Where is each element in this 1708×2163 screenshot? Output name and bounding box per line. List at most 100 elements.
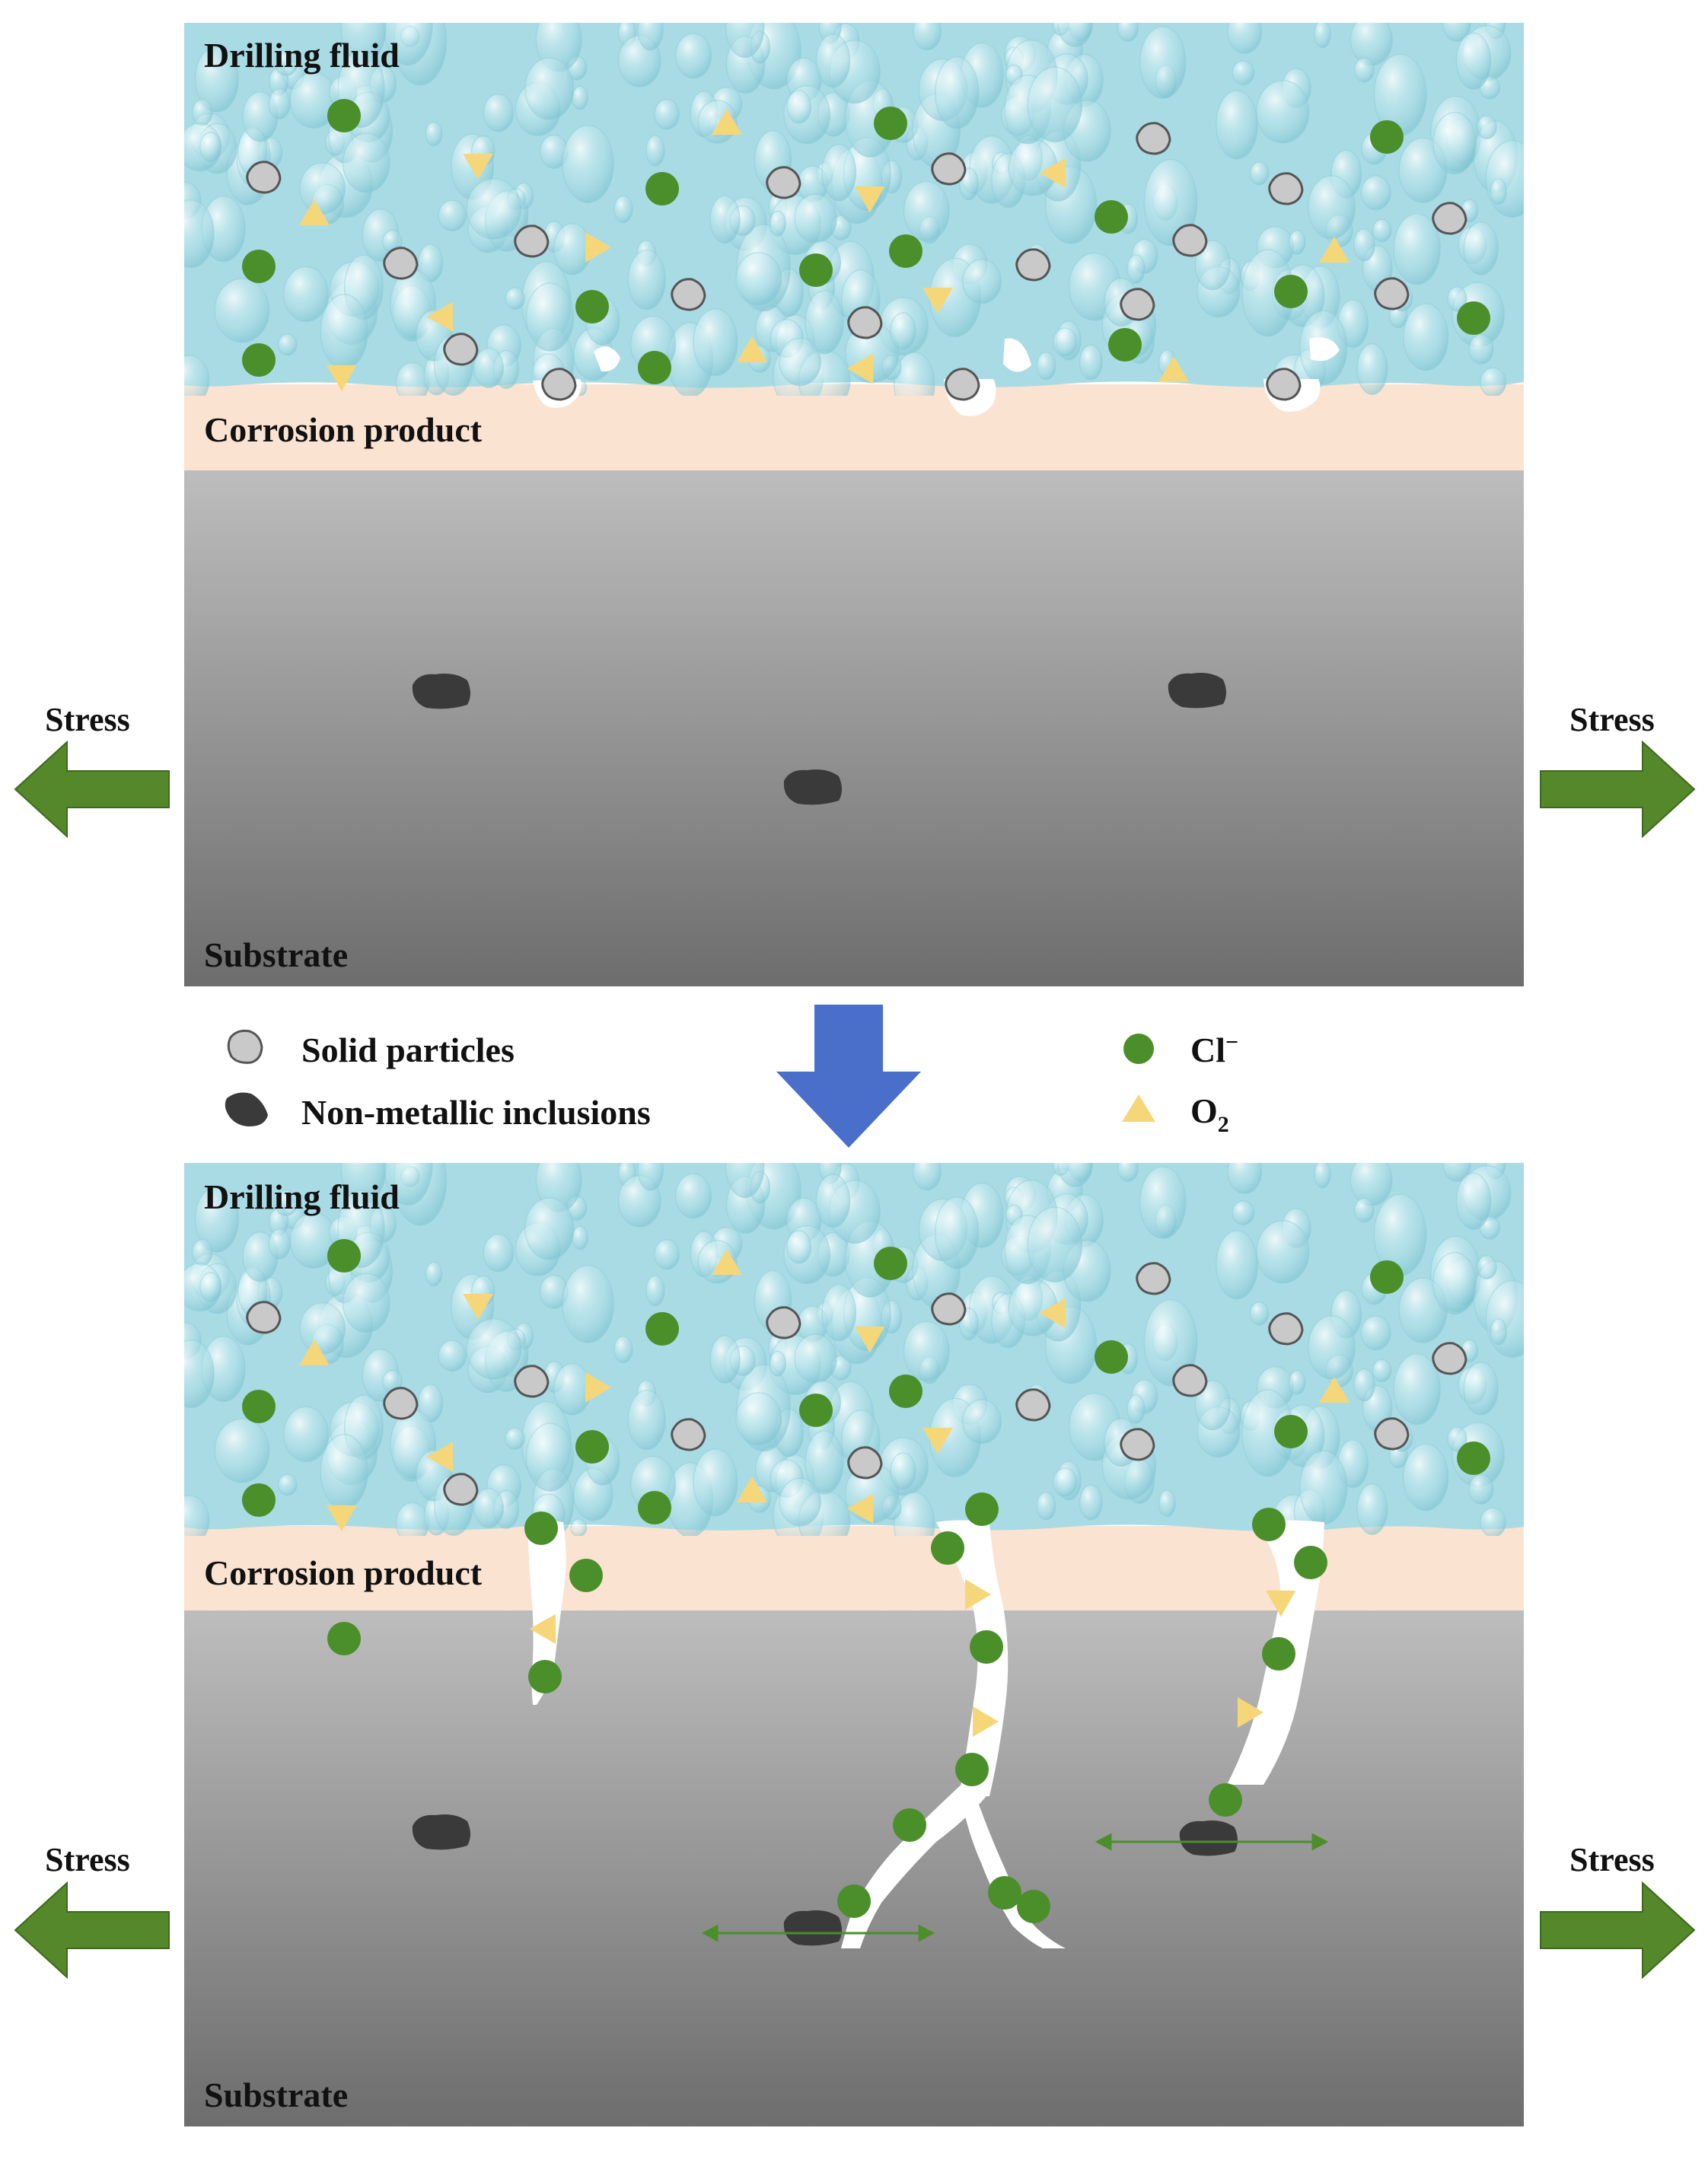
droplet	[1350, 1163, 1393, 1206]
droplet	[525, 1422, 575, 1492]
droplet	[637, 23, 664, 51]
oxygen-molecule-icon	[854, 186, 885, 213]
droplet	[473, 348, 505, 388]
chloride-ion-icon	[1457, 1441, 1490, 1475]
droplet	[769, 210, 786, 237]
tip-arrow-middle	[701, 1924, 935, 1942]
droplet	[214, 1418, 270, 1483]
droplet	[1353, 228, 1375, 262]
droplet	[1288, 1370, 1306, 1395]
droplet	[562, 1264, 614, 1343]
droplet	[1442, 1163, 1471, 1182]
oxygen-molecule-icon	[299, 1340, 330, 1365]
droplet	[278, 1473, 298, 1496]
solid-particle-icon	[1432, 202, 1467, 235]
oxygen-molecule-icon	[1319, 1377, 1350, 1403]
crack-left	[527, 1520, 566, 1705]
droplet	[1455, 1172, 1492, 1230]
chloride-ion-icon	[970, 1630, 1003, 1664]
stress-arrow-right	[1540, 1881, 1696, 1980]
panel-before: Drilling fluid Corrosion product Substra…	[184, 23, 1524, 986]
droplet	[425, 1261, 443, 1287]
solid-particle-icon	[1268, 1312, 1304, 1346]
droplet	[894, 1492, 935, 1536]
droplet	[1194, 1380, 1231, 1431]
droplet	[613, 195, 633, 224]
oxygen-molecule-icon	[1238, 1697, 1263, 1728]
droplet	[735, 252, 782, 306]
droplet	[1447, 1426, 1467, 1452]
droplet	[1126, 254, 1146, 284]
chloride-ion-icon	[327, 99, 361, 132]
chloride-ion-icon	[524, 1512, 558, 1545]
substrate-label: Substrate	[204, 2075, 348, 2114]
chloride-ion-icon	[889, 1375, 923, 1408]
chloride-ion-icon	[988, 1876, 1021, 1910]
droplet	[438, 1340, 467, 1372]
solid-particle-icon	[1136, 122, 1171, 155]
oxygen-molecule-icon	[426, 1441, 454, 1473]
stress-label-right: Stress	[1569, 1841, 1655, 1878]
solid-particle-icon	[1266, 368, 1302, 401]
droplet	[821, 1284, 857, 1342]
solid-particle-icon	[931, 152, 967, 186]
droplet	[524, 57, 575, 120]
oxygen-molecule-icon	[923, 1428, 953, 1454]
oxygen-molecule-icon	[854, 1326, 885, 1353]
chloride-ion-icon	[1457, 301, 1490, 335]
solid-particle-icon	[1015, 1388, 1051, 1422]
oxygen-molecule-icon	[326, 365, 357, 392]
droplet	[570, 1518, 588, 1536]
droplet	[1079, 1484, 1103, 1521]
droplet	[1468, 334, 1494, 365]
droplet	[191, 1239, 213, 1266]
crack-middle-branch-c	[961, 1796, 1066, 1948]
droplet	[343, 1273, 390, 1333]
chloride-ion-icon	[1095, 1340, 1128, 1374]
droplet	[693, 308, 738, 377]
chloride-ion-icon	[837, 1884, 871, 1918]
droplet	[1353, 57, 1375, 83]
droplet	[1485, 1280, 1524, 1358]
droplet	[268, 1228, 291, 1260]
chloride-ion-icon	[638, 351, 671, 384]
droplet	[709, 1335, 741, 1384]
solid-particle-icon	[514, 1365, 550, 1398]
droplet	[1232, 1200, 1255, 1225]
inclusion-icon	[412, 674, 470, 709]
droplet	[425, 121, 443, 147]
droplet	[1053, 1467, 1078, 1497]
chloride-ion-icon	[799, 1394, 833, 1427]
droplet	[572, 1225, 588, 1250]
droplet	[786, 90, 812, 124]
droplet	[283, 266, 330, 323]
crack-middle-branch-b	[841, 1781, 986, 1948]
droplet	[505, 1427, 525, 1450]
droplet	[1432, 112, 1477, 175]
droplet	[1490, 1318, 1507, 1346]
droplet	[613, 1335, 633, 1364]
chloride-ions-bottom	[242, 1239, 1490, 1923]
oxygen-molecule-icon	[1039, 158, 1066, 189]
droplet	[890, 312, 916, 350]
crack-middle-branch-a	[936, 1520, 1009, 1796]
chloride-ion-icon	[1370, 120, 1404, 154]
chloride-ion-icon	[242, 343, 276, 377]
droplet	[194, 46, 239, 113]
droplet	[935, 1196, 980, 1269]
solid-particle-icon	[246, 161, 282, 194]
droplet	[1256, 1220, 1310, 1284]
solid-particles-bottom	[246, 1262, 1467, 1506]
solid-particle-icon	[541, 368, 577, 401]
solid-particle-icon	[945, 368, 980, 401]
chloride-ion-icon	[893, 1808, 926, 1842]
droplet	[483, 93, 515, 132]
legend-inclusions: Non-metallic inclusions	[301, 1093, 651, 1132]
droplet	[1360, 175, 1391, 211]
oxygen-molecule-icon	[712, 1249, 742, 1275]
chloride-ion-icon	[889, 234, 923, 268]
droplet	[320, 1434, 368, 1510]
chloride-ion-icon	[569, 1559, 603, 1592]
droplet	[1353, 1368, 1375, 1402]
solid-particle-icon	[1120, 288, 1155, 321]
